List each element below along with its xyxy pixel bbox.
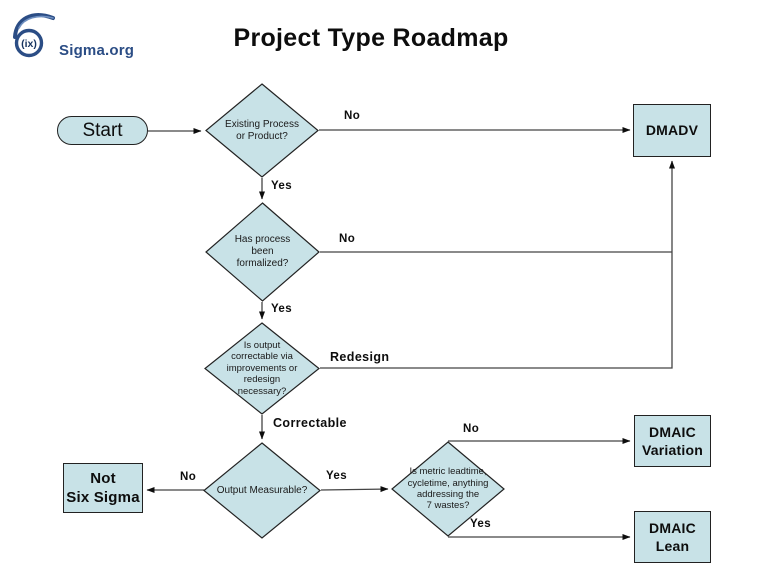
decision-output-measurable: Output Measurable? [203, 442, 321, 539]
edge-label-metric-no: No [463, 423, 480, 435]
node-not-six-sigma-label: Not Six Sigma [66, 469, 140, 507]
node-dmaic-lean: DMAIC Lean [634, 511, 711, 563]
edge-label-metric-yes: Yes [470, 518, 492, 530]
edge-measurable-yes-to-metric [320, 486, 389, 493]
logo-symbol-text: (ix) [21, 38, 37, 50]
edge-label-formalized-no: No [339, 233, 356, 245]
node-dmadv: DMADV [633, 104, 711, 157]
node-dmaic-variation: DMAIC Variation [634, 415, 711, 467]
edge-label-measurable-yes: Yes [326, 470, 348, 482]
decision-output-correctable: Is output correctable via improvements o… [204, 322, 320, 415]
decision-output-measurable-label: Output Measurable? [216, 484, 308, 496]
edge-label-existing-yes: Yes [271, 180, 293, 192]
decision-output-correctable-label: Is output correctable via improvements o… [226, 340, 298, 397]
node-dmaic-lean-label: DMAIC Lean [649, 519, 696, 554]
edge-label-redesign: Redesign [330, 350, 390, 364]
sixsigma-logo: (ix) Sigma.org [8, 10, 178, 66]
edge-label-correctable: Correctable [273, 416, 347, 430]
edge-label-measurable-no: No [180, 471, 197, 483]
decision-existing-process: Existing Process or Product? [205, 83, 319, 178]
decision-process-formalized-label: Has process been formalized? [234, 234, 291, 269]
node-start-label: Start [82, 119, 123, 141]
node-dmaic-variation-label: DMAIC Variation [642, 423, 703, 458]
decision-existing-process-label: Existing Process or Product? [225, 118, 299, 142]
sixsigma-logo-icon: (ix) [13, 13, 55, 58]
edge-redesign-to-dmadv [320, 160, 675, 369]
logo-text: Sigma.org [59, 42, 135, 59]
node-not-six-sigma: Not Six Sigma [63, 463, 143, 513]
decision-process-formalized: Has process been formalized? [205, 202, 320, 302]
page-title: Project Type Roadmap [233, 24, 509, 52]
edge-label-existing-no: No [344, 110, 361, 122]
edge-label-formalized-yes: Yes [271, 303, 293, 315]
decision-metric-leadtime-label: Is metric leadtime, cycletime, anything … [407, 466, 489, 512]
decision-metric-leadtime: Is metric leadtime, cycletime, anything … [391, 441, 505, 537]
node-start: Start [57, 116, 148, 145]
node-dmadv-label: DMADV [645, 122, 699, 139]
